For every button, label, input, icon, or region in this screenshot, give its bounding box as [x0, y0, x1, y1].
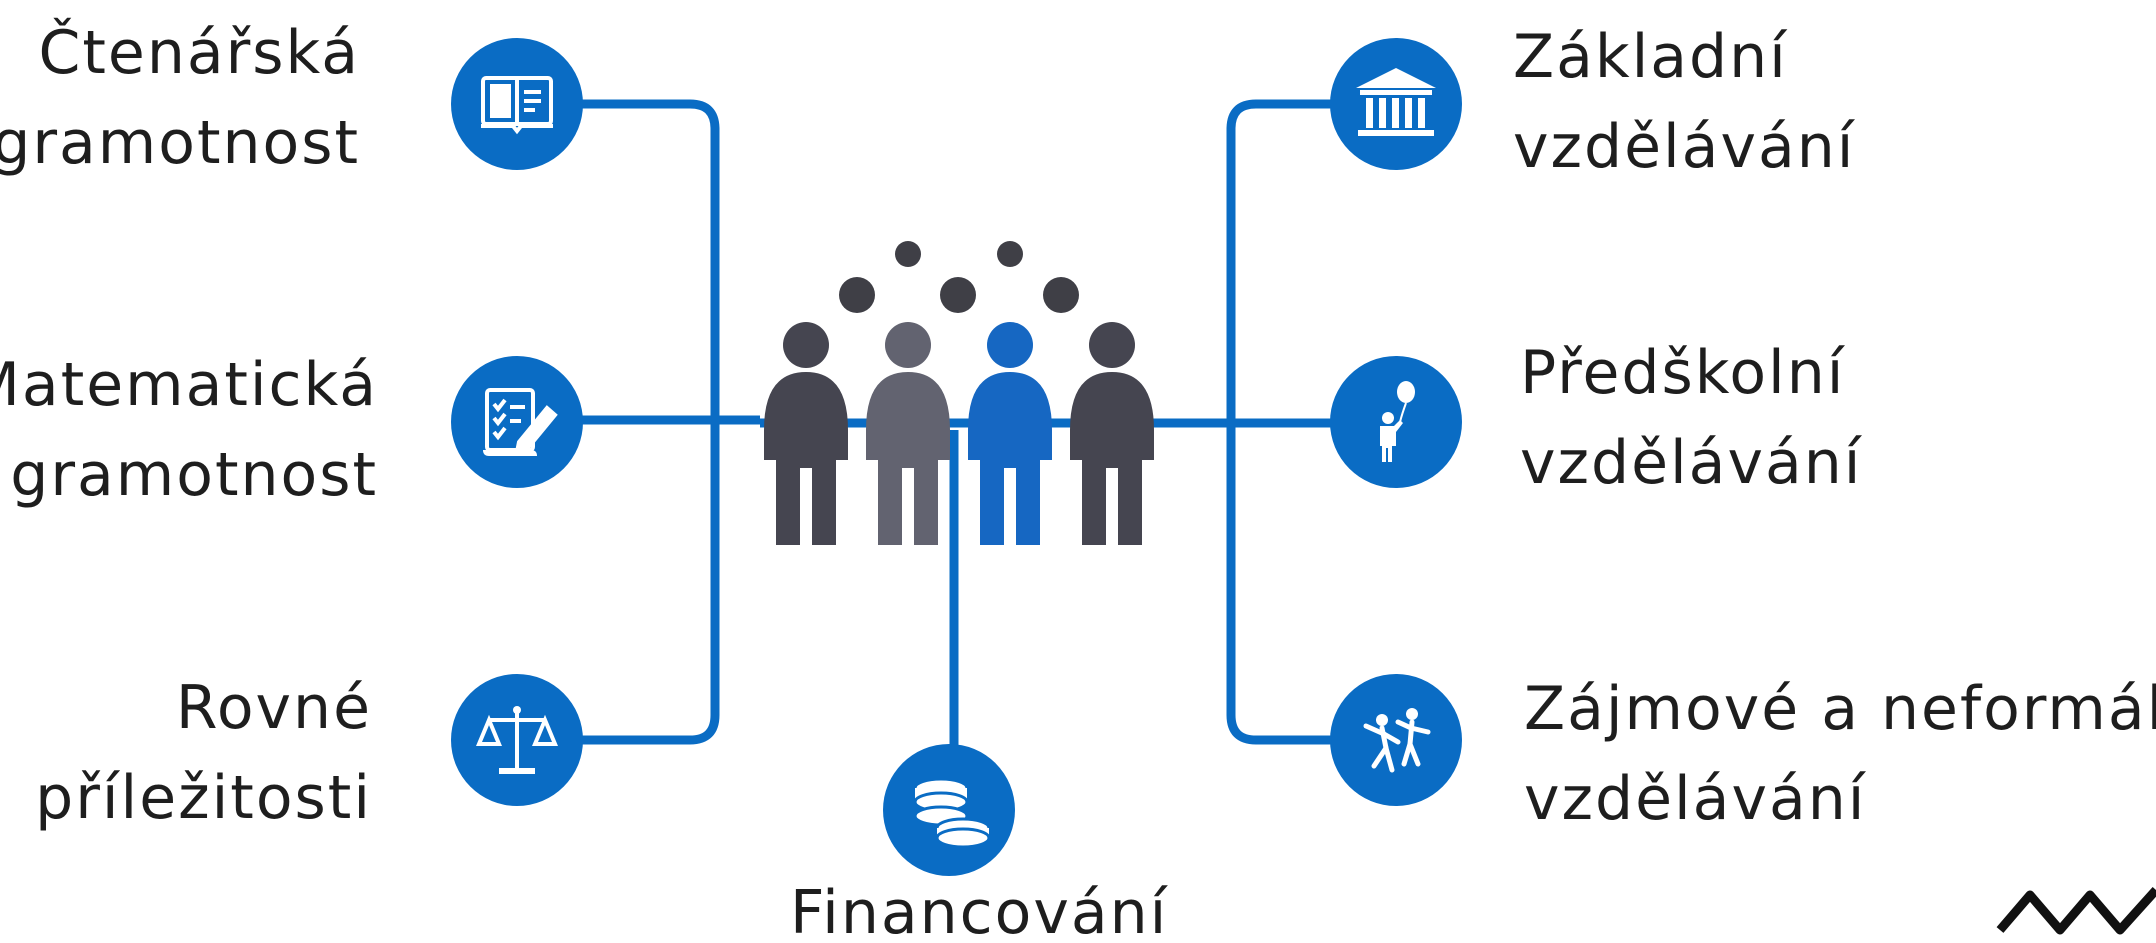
label-zajmove-neformalni-vzdelavani: Zájmové a neformální vzdělávání: [1524, 664, 2156, 844]
label-predskolni-vzdelavani: Předškolní vzdělávání: [1520, 328, 1862, 508]
label-line: vzdělávání: [1524, 764, 1867, 834]
person-figure-3: [968, 322, 1052, 545]
label-line: Rovné: [175, 673, 372, 743]
coins-icon: [913, 777, 991, 849]
label-line: Financování: [790, 878, 1169, 943]
school-building-icon: [1356, 68, 1436, 136]
person-figure-4: [1070, 322, 1154, 545]
label-financovani: Financování: [790, 868, 1169, 943]
dancing-kids-icon: [1363, 708, 1431, 773]
person-figure-2: [866, 322, 950, 545]
label-line: vzdělávání: [1513, 112, 1856, 182]
label-line: Základní: [1513, 22, 1788, 92]
label-matematicka-gramotnost: Matematická gramotnost: [0, 340, 378, 520]
open-book-icon: [481, 76, 553, 135]
label-line: Matematická: [0, 350, 378, 420]
label-ctenarska-gramotnost: Čtenářská gramotnost: [0, 8, 360, 188]
label-line: příležitosti: [35, 763, 372, 833]
scales-icon: [476, 706, 558, 774]
label-line: Čtenářská: [38, 18, 360, 88]
label-line: vzdělávání: [1520, 428, 1863, 498]
label-line: Předškolní: [1520, 338, 1846, 408]
child-balloon-icon: [1380, 381, 1415, 462]
label-line: gramotnost: [0, 108, 360, 178]
people-group-icon: [764, 241, 1154, 545]
label-zakladni-vzdelavani: Základní vzdělávání: [1513, 12, 1855, 192]
node-circle-predskolni: [1330, 356, 1462, 488]
person-figure-1: [764, 322, 848, 545]
checklist-pencil-icon: [483, 388, 558, 456]
group-dots: [839, 241, 1079, 313]
label-line: gramotnost: [10, 440, 378, 510]
label-rovne-prilezitosti: Rovné příležitosti: [35, 663, 372, 843]
label-line: Zájmové a neformální: [1524, 674, 2156, 744]
brand-logo-icon: [1996, 886, 2156, 935]
